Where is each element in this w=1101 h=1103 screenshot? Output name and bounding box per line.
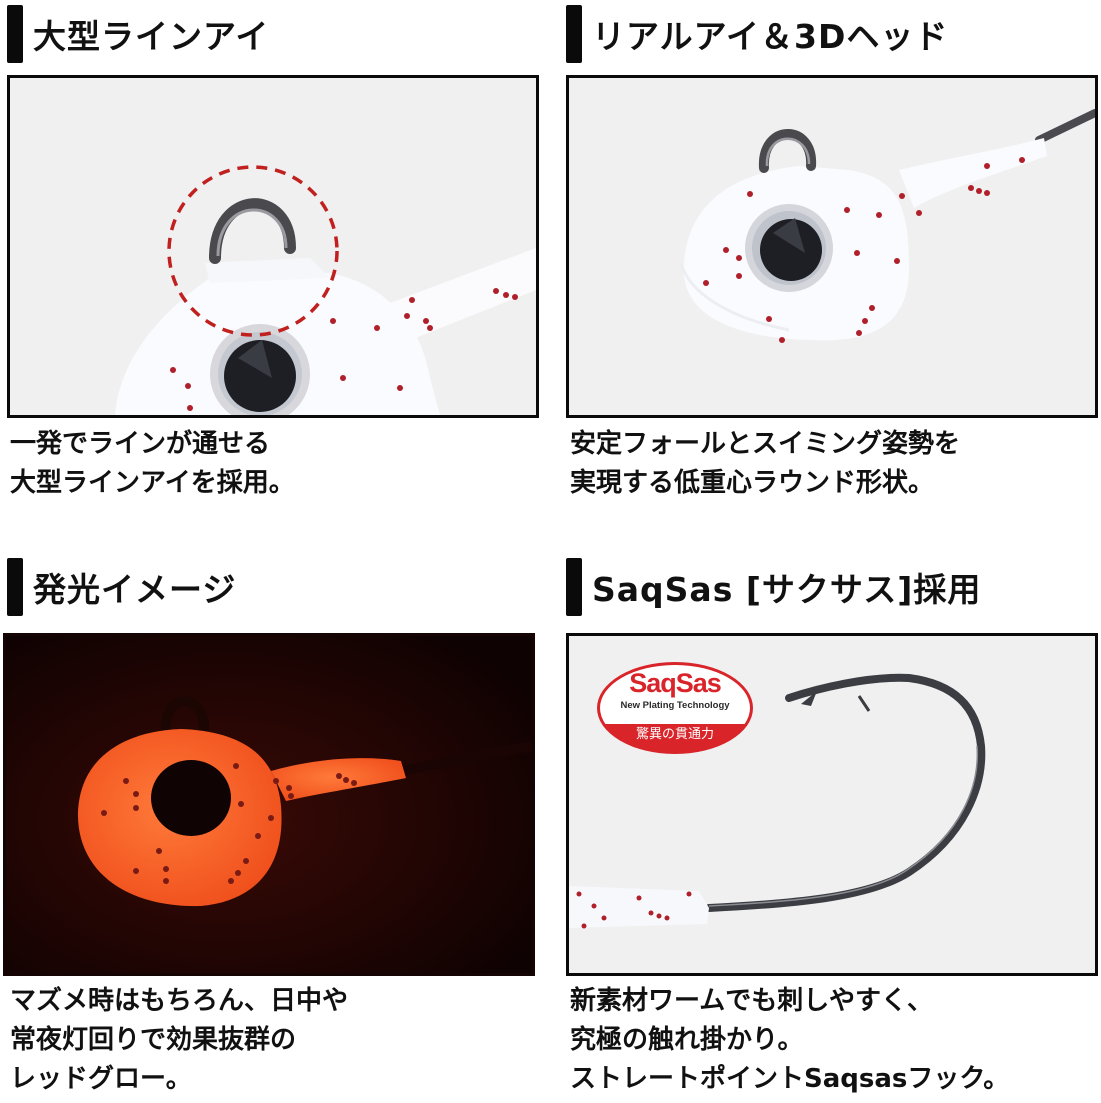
caption-line: レッドグロー。 <box>10 1064 192 1094</box>
section-heading: SaqSas [サクサス]採用 <box>566 558 981 616</box>
highlight-circle <box>167 165 339 337</box>
caption-line: 一発でラインが通せる <box>10 429 271 459</box>
saqsas-hook-image <box>569 673 986 929</box>
heading-bar <box>7 5 23 63</box>
product-photo-hook: SaqSas New Plating Technology 驚異の貫通力 <box>566 633 1098 976</box>
heading-bar <box>566 558 582 616</box>
feature-caption: マズメ時はもちろん、日中や 常夜灯回りで効果抜群の レッドグロー。 <box>10 982 348 1099</box>
heading-title: SaqSas [サクサス]採用 <box>592 570 982 609</box>
caption-line: 究極の触れ掛かり。 <box>570 1025 804 1055</box>
heading-title: 大型ラインアイ <box>33 17 270 56</box>
product-photo-real-eye <box>566 75 1098 418</box>
caption-line: 新素材ワームでも刺しやすく、 <box>570 986 933 1016</box>
feature-caption: 一発でラインが通せる 大型ラインアイを採用。 <box>10 425 295 503</box>
saqsas-badge: SaqSas New Plating Technology 驚異の貫通力 <box>595 660 755 756</box>
section-heading: 大型ラインアイ <box>7 5 269 63</box>
glowing-jig-head-image <box>6 636 532 973</box>
product-photo-glow <box>3 633 535 976</box>
caption-line: 安定フォールとスイミング姿勢を <box>570 429 961 459</box>
caption-line: 実現する低重心ラウンド形状。 <box>570 468 935 498</box>
caption-line: ストレートポイントSaqsasフック。 <box>570 1064 1010 1094</box>
heading-title: 発光イメージ <box>33 570 237 609</box>
section-heading: リアルアイ＆3Dヘッド <box>566 5 948 63</box>
caption-line: 大型ラインアイを採用。 <box>10 468 295 498</box>
feature-caption: 新素材ワームでも刺しやすく、 究極の触れ掛かり。 ストレートポイントSaqsas… <box>570 982 1009 1099</box>
section-heading: 発光イメージ <box>7 558 236 616</box>
jig-head-closeup-image <box>115 165 536 415</box>
jig-head-side-image <box>679 109 1095 343</box>
heading-bar <box>7 558 23 616</box>
badge-subtitle: New Plating Technology <box>620 700 730 711</box>
badge-brand: SaqSas <box>629 668 722 698</box>
badge-tagline: 驚異の貫通力 <box>635 727 714 742</box>
feature-caption: 安定フォールとスイミング姿勢を 実現する低重心ラウンド形状。 <box>570 425 960 503</box>
heading-title: リアルアイ＆3Dヘッド <box>592 17 949 56</box>
heading-bar <box>566 5 582 63</box>
product-photo-line-eye <box>7 75 539 418</box>
caption-line: マズメ時はもちろん、日中や <box>10 986 349 1016</box>
caption-line: 常夜灯回りで効果抜群の <box>10 1025 297 1055</box>
